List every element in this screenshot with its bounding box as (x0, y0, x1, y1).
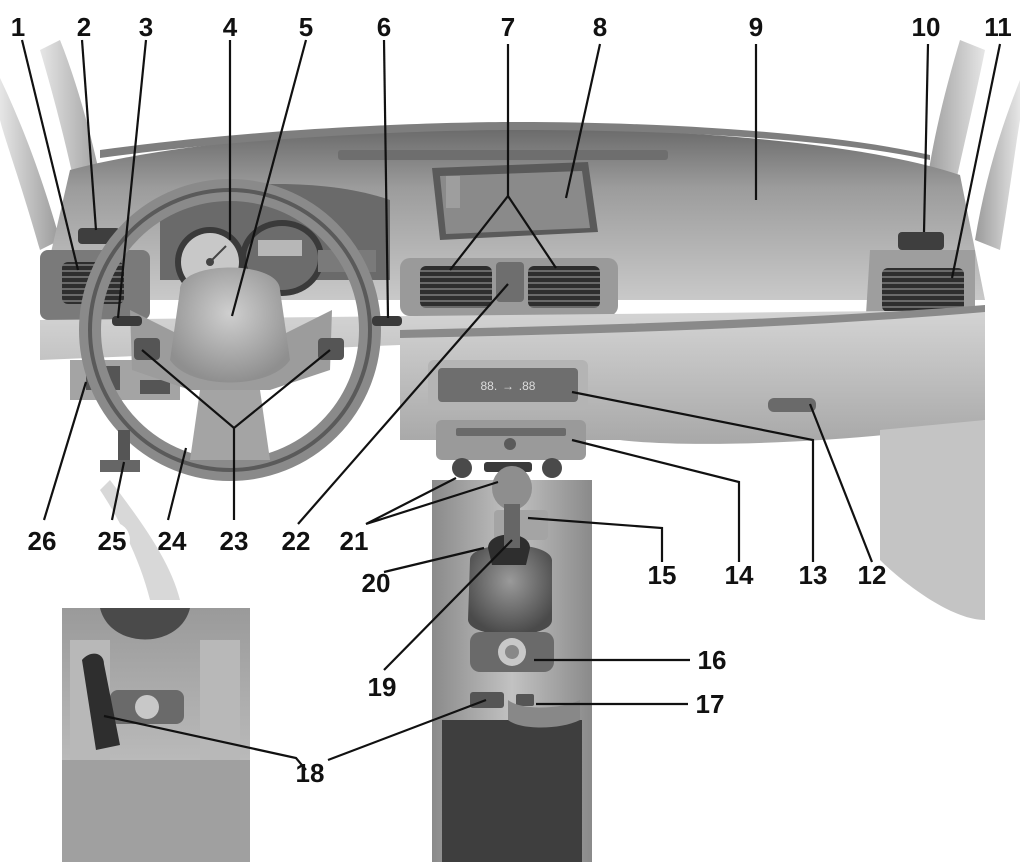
handbrake-inset (62, 608, 250, 862)
callout-6: 6 (377, 12, 391, 42)
callout-8: 8 (593, 12, 607, 42)
callout-12: 12 (858, 560, 887, 590)
leader-18b (327, 698, 487, 762)
navigation-screen (432, 162, 598, 240)
callout-19: 19 (368, 672, 397, 702)
driver-airbag (170, 267, 290, 383)
callout-4: 4 (223, 12, 238, 42)
accessory-socket (470, 692, 504, 708)
callout-17: 17 (696, 689, 725, 719)
right-side-window-vent (898, 232, 944, 250)
callout-23: 23 (220, 526, 249, 556)
multimedia-controller (470, 632, 554, 672)
hazard-switch (496, 262, 524, 302)
leader-19 (383, 539, 513, 671)
leader-21 (365, 477, 499, 526)
callout-9: 9 (749, 12, 763, 42)
leader-14 (571, 438, 741, 562)
leader-25 (110, 461, 126, 521)
callout-14: 14 (725, 560, 754, 590)
climate-readout: 88. → .88 (481, 379, 536, 393)
leader-lines (20, 39, 1002, 771)
callout-13: 13 (799, 560, 828, 590)
callout-25: 25 (98, 526, 127, 556)
leader-15 (527, 516, 664, 562)
callout-16: 16 (698, 645, 727, 675)
leader-1 (20, 39, 80, 271)
left-wheel-controls (134, 338, 160, 360)
leader-10 (922, 43, 930, 233)
center-vent-right (528, 266, 600, 308)
leader-3 (116, 39, 148, 319)
gear-lever (468, 466, 552, 635)
leader-18 (103, 714, 307, 771)
callout-20: 20 (362, 568, 391, 598)
leader-22 (297, 283, 509, 525)
leader-12 (808, 403, 874, 563)
left-heated-seat-knob (452, 458, 472, 478)
callout-labels: 1 2 3 4 5 6 7 8 9 10 11 12 13 14 15 16 1… (11, 12, 1012, 788)
callout-21: 21 (340, 526, 369, 556)
leader-5 (230, 39, 308, 317)
callout-18: 18 (296, 758, 325, 788)
leader-2 (80, 39, 98, 231)
callout-24: 24 (158, 526, 187, 556)
leader-11 (950, 43, 1002, 279)
callout-1: 1 (11, 12, 25, 42)
leader-20 (383, 546, 485, 574)
callout-10: 10 (912, 12, 941, 42)
usb-socket (516, 694, 534, 706)
glovebox-handle (768, 398, 816, 412)
right-heated-seat-knob (542, 458, 562, 478)
callout-7: 7 (501, 12, 515, 42)
callout-11: 11 (984, 12, 1012, 42)
callout-2: 2 (77, 12, 91, 42)
callout-5: 5 (299, 12, 313, 42)
right-stalk (372, 316, 402, 326)
callout-25-halo (94, 522, 130, 558)
leader-8 (564, 43, 602, 199)
dashboard-artwork: 88. → .88 (0, 40, 1020, 862)
callout-15: 15 (648, 560, 677, 590)
left-stalk (112, 316, 142, 326)
callout-3: 3 (139, 12, 153, 42)
parking-brake-lever (82, 653, 120, 750)
callout-22: 22 (282, 526, 311, 556)
climate-control-panel: 88. → .88 (438, 368, 578, 402)
callout-26: 26 (28, 526, 57, 556)
leader-6 (382, 39, 390, 319)
leader-13 (571, 390, 815, 562)
leader-26 (42, 381, 88, 521)
leader-24 (166, 447, 188, 521)
right-side-vent (882, 268, 964, 312)
center-vent-left (420, 266, 492, 308)
